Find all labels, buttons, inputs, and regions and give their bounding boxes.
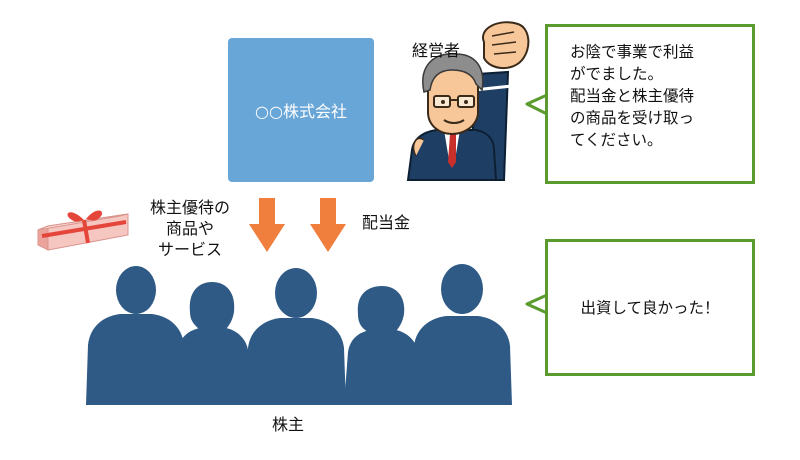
company-box: ○○株式会社 (228, 38, 374, 182)
shareholder-silhouette-1 (86, 266, 186, 405)
ceo-message-line: 配当金と株主優待 (570, 87, 695, 105)
shareholder-silhouette-5 (412, 264, 512, 405)
benefit-label-line: サービス (157, 240, 222, 259)
shareholders-label: 株主 (272, 415, 305, 434)
dividend-label: 配当金 (362, 213, 411, 232)
benefit-label-line: 商品や (165, 219, 214, 238)
shareholder-silhouette-3 (246, 268, 346, 405)
benefit-label-line: 株主優待の (149, 198, 230, 217)
shareholder-silhouette-2 (174, 282, 252, 405)
shareholder-speech-bubble: 出資して良かった！ (545, 239, 755, 376)
shareholder-silhouette-4 (344, 286, 422, 405)
ceo-message-line: の商品を受け取っ (570, 109, 695, 127)
company-label: ○○株式会社 (255, 102, 347, 121)
benefit-label: 株主優待の 商品や サービス (138, 197, 242, 260)
shareholders-silhouettes (86, 264, 512, 405)
ceo-message-line: てください。 (570, 131, 663, 149)
ceo-message-line: がでました。 (570, 65, 664, 83)
shareholder-message: 出資して良かった！ (580, 298, 720, 317)
gift-box-icon (37, 210, 129, 251)
ceo-label: 経営者 (412, 41, 461, 60)
arrow-benefit-icon (249, 198, 285, 252)
arrow-dividend-icon (310, 198, 346, 252)
ceo-speech-bubble: お陰で事業で利益 がでました。 配当金と株主優待 の商品を受け取っ てください。 (545, 24, 755, 184)
ceo-message-line: お陰で事業で利益 (570, 43, 695, 61)
ceo-illustration (406, 21, 530, 181)
